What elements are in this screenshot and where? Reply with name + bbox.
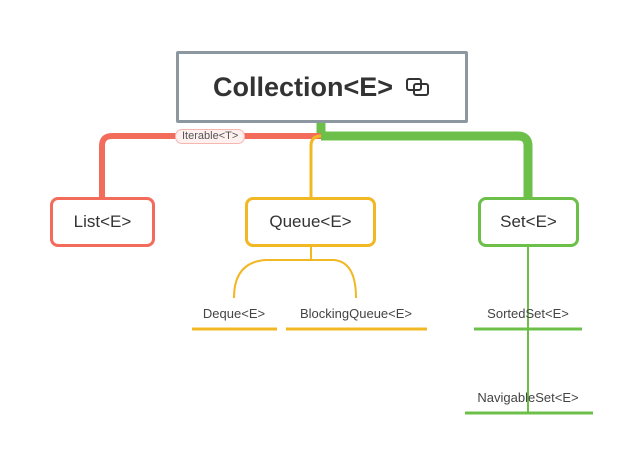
edge-set [321,131,533,197]
root-node-label: Collection<E> [212,71,394,102]
navigableset-node[interactable]: NavigableSet<E> [477,390,579,405]
linked-copy-icon[interactable] [405,77,431,97]
set-node-label: Set<E> [500,212,557,231]
edge-list [99,133,321,197]
blockingqueue-node[interactable]: BlockingQueue<E> [299,306,413,321]
root-node[interactable]: Collection<E> [176,51,468,123]
set-node[interactable]: Set<E> [478,197,579,247]
edge-queue [309,134,322,197]
deque-node[interactable]: Deque<E> [202,306,266,321]
edge-label-iterable: Iterable<T> [175,129,246,144]
sortedset-node[interactable]: SortedSet<E> [487,306,569,321]
list-node[interactable]: List<E> [50,197,155,247]
queue-node-label: Queue<E> [269,212,352,231]
edge-blockingqueue [311,259,357,299]
queue-node[interactable]: Queue<E> [245,197,376,247]
list-node-label: List<E> [73,212,132,231]
edge-deque [233,259,311,299]
